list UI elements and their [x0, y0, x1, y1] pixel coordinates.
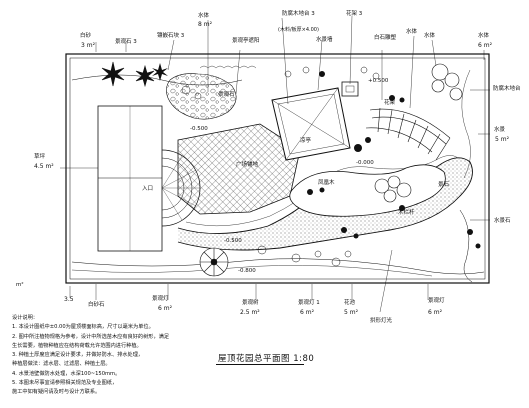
drawing-title: 屋顶花园总平面图 1:80: [218, 354, 315, 364]
callout-top-note: (木料/板厚×4.00): [278, 27, 319, 33]
callout-right-1: 防腐木地台: [493, 86, 521, 92]
tree-star-3: [152, 63, 168, 81]
level-4: +0.500: [368, 78, 389, 84]
callout-bottom-4: 景观灯 1: [298, 300, 320, 306]
dark-shrubs: [307, 71, 481, 249]
callout-top-2: 景观石 3: [115, 39, 137, 45]
callout-right-2-area: 5 m²: [495, 136, 509, 143]
notes-line-1: 1. 本设计图纸中±0.00为屋顶楼面标高，尺寸以毫米为单位。: [12, 324, 154, 331]
water-feature-box: [341, 81, 359, 97]
callout-top-12-area: 6 m²: [478, 42, 492, 49]
level-5: -0.000: [356, 160, 374, 166]
notes-heading: 设计说明：: [12, 315, 38, 321]
tree-star-2: [135, 64, 155, 88]
callout-bottom-3-area: 2.5 m²: [240, 309, 260, 316]
callout-top-12: 水体: [478, 33, 490, 39]
callout-top-8: 花架 3: [346, 11, 363, 17]
notes-line-3: 生长需要，植物种植应在结构荷载允许范围内进行种植。: [12, 342, 142, 349]
design-notes: 设计说明： 1. 本设计图纸中±0.00为屋顶楼面标高，尺寸以毫米为单位。 2.…: [12, 314, 202, 398]
right-edge-curve: [459, 209, 473, 283]
label-stone: 景石: [438, 182, 450, 188]
callout-top-4: 水体: [198, 13, 210, 19]
notes-line-4: 3. 种植土厚度应满足设计要求，并做好防水、排水处理，: [12, 352, 144, 359]
callout-bottom-1-area: 3.5: [64, 296, 74, 303]
callout-right-3: 水景石: [494, 218, 511, 224]
notes-line-6: 4. 水景池壁做防水处理，水深100~150mm。: [12, 370, 121, 377]
island: [289, 164, 446, 217]
callout-right-2: 水景: [494, 127, 506, 133]
site-boundary: [65, 53, 490, 284]
title-underline: [216, 364, 304, 365]
callout-bottom-7: 拱形灯光: [370, 318, 393, 324]
pavilion: [271, 87, 351, 161]
callout-bottom-3: 景观树: [242, 300, 259, 306]
level-1: -0.500: [190, 126, 208, 132]
callout-top-1-area: 3 m²: [81, 42, 95, 49]
callout-top-11: 水体: [424, 33, 436, 39]
walk-curve-bottom: [71, 258, 485, 275]
callout-bottom-4-area: 6 m²: [300, 309, 314, 316]
walk-curve-top: [71, 74, 243, 86]
callout-top-1: 白砂: [80, 33, 92, 39]
tree-star-1: [101, 61, 125, 87]
label-pergola: 花架: [384, 100, 396, 106]
callout-bottom-5: 花池: [344, 300, 356, 306]
callout-bottom-1: 白砂石: [88, 302, 105, 308]
callout-bottom-5-area: 5 m²: [344, 309, 358, 316]
callout-bottom-6: 景观灯: [428, 298, 445, 304]
callout-top-7: 水景墙: [316, 37, 333, 43]
label-entry: 入口: [142, 186, 154, 192]
callout-bottom-2: 景观灯: [152, 296, 169, 302]
callout-top-9: 白石雕塑: [374, 35, 397, 41]
level-3: -0.800: [238, 268, 256, 274]
callout-bottom-2-area: 6 m²: [158, 305, 172, 312]
notes-line-8: 施工中如有疑问请及时与设计方联系。: [12, 389, 101, 396]
notes-line-7: 5. 本图未尽事宜请参照相关规范及专业图纸，: [12, 380, 118, 387]
label-tree: 凤凰木: [318, 180, 335, 186]
site-inner-boundary: [69, 57, 486, 280]
shrub-hedge-top: [199, 65, 257, 69]
tree-radial-large: [199, 247, 229, 277]
callout-top-6: 防腐木地台 3: [282, 11, 315, 17]
callout-top-3: 镶嵌石块 3: [157, 33, 185, 39]
callout-top-4-area: 8 m²: [198, 21, 212, 28]
grid-plaza: [177, 123, 301, 215]
callout-top-10: 水体: [406, 29, 418, 35]
callout-left-1: 草坪: [34, 154, 46, 160]
label-tech: 景观石: [218, 92, 235, 98]
callout-top-5: 景观亭遮阳: [232, 38, 260, 44]
label-rail: 木栏杆: [398, 210, 415, 216]
callout-left-1-area: 4.5 m²: [34, 163, 54, 170]
notes-line-2: 2. 图中所注植物规格为参考，设计中所选苗木应有良好的树形，满足: [12, 333, 170, 340]
level-2: -0.500: [224, 238, 242, 244]
small-circle-trees: [181, 66, 380, 267]
label-plaza: 广场铺地: [236, 162, 259, 168]
shrub-cluster-island: [374, 175, 412, 203]
callout-bottom-6-area: 6 m²: [428, 309, 442, 316]
cobble-zone: [166, 73, 237, 120]
side-mark: m²: [16, 282, 24, 288]
pergola: [365, 107, 451, 161]
notes-line-5: 种植层做法：滤水层、过滤层、种植土层。: [12, 361, 111, 368]
shrub-cluster-right: [431, 63, 463, 101]
label-pavilion: 凉亭: [300, 138, 312, 144]
